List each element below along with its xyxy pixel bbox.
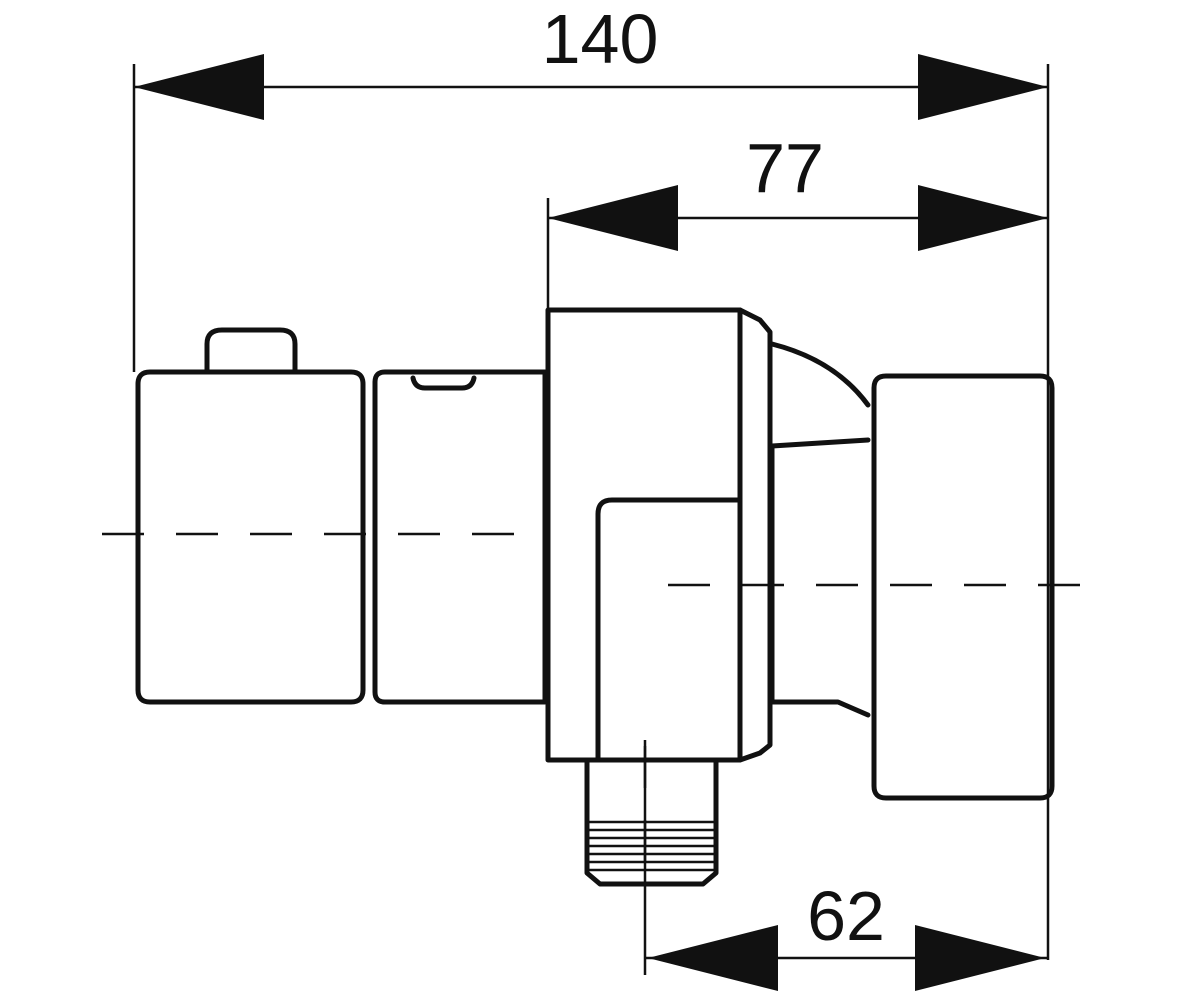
valve-housing (545, 307, 773, 763)
arrowhead-right (918, 185, 1048, 251)
dimension-bottom: 62 (643, 740, 1048, 991)
center-lines (102, 532, 1088, 888)
threaded-outlet (584, 759, 719, 887)
indicator-notch (410, 375, 477, 391)
dimension-label-overall: 140 (542, 0, 659, 78)
union-nut (871, 373, 1055, 801)
dimension-middle: 77 (546, 129, 1048, 310)
inner-contour (595, 497, 743, 763)
arrowhead-right (915, 925, 1045, 991)
pipe-section (769, 443, 871, 718)
elbow-connector (769, 341, 871, 449)
arrowhead-left (548, 185, 678, 251)
arrowhead-left (648, 925, 778, 991)
arrowhead-left (134, 54, 264, 120)
push-button (204, 327, 298, 375)
dimension-label-bottom: 62 (807, 877, 885, 955)
dimension-label-middle: 77 (746, 129, 824, 207)
dimension-overall: 140 (132, 0, 1050, 960)
left-handle-body (135, 327, 366, 705)
second-handle-body (372, 369, 548, 705)
arrowhead-right (918, 54, 1048, 120)
